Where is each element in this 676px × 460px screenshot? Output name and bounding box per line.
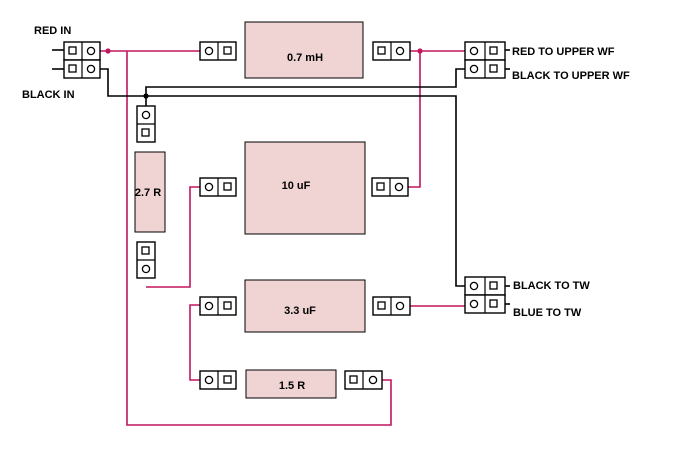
resistor-2-7r: 2.7 R	[134, 151, 166, 233]
upper-wf-black-terminal	[464, 59, 506, 79]
black-wires	[52, 49, 510, 287]
blue-tw-label: BLUE TO TW	[513, 307, 582, 319]
input-terminal-black	[63, 59, 101, 79]
junction-dot	[105, 48, 111, 54]
resistor-1-5r-left-terminal	[199, 370, 237, 390]
inductor-left-terminal	[199, 41, 237, 61]
tw-black-terminal	[464, 276, 506, 296]
junction-dot	[143, 93, 149, 99]
inductor-right-terminal	[372, 41, 411, 61]
cap-3-3uf-label: 3.3 uF	[284, 305, 316, 317]
tw-blue-terminal	[464, 294, 506, 314]
junction-dot	[417, 48, 423, 54]
black-upper-wf-label: BLACK TO UPPER WF	[512, 70, 630, 82]
res-1-5r-label: 1.5 R	[279, 380, 305, 392]
cap-10uf-left-terminal	[199, 177, 237, 197]
resistor-2-7r-bottom-terminal	[136, 241, 156, 279]
resistor-2-7r-top-terminal	[136, 105, 156, 143]
upper-wf-red-terminal	[464, 41, 506, 61]
capacitor-3-3uf: 3.3 uF	[244, 279, 366, 333]
black-in-label: BLACK IN	[22, 89, 75, 101]
cap-10uf-right-terminal	[371, 177, 409, 197]
cap-10uf-label: 10 uF	[282, 180, 311, 192]
red-upper-wf-label: RED TO UPPER WF	[512, 46, 615, 58]
inductor-label: 0.7 mH	[287, 52, 323, 64]
inductor-0-7mh: 0.7 mH	[244, 21, 364, 79]
input-terminal-red	[63, 41, 101, 61]
black-tw-label: BLACK TO TW	[513, 280, 590, 292]
capacitor-10uf: 10 uF	[244, 141, 366, 235]
cap-3-3uf-right-terminal	[372, 296, 411, 316]
res-2-7r-label: 2.7 R	[135, 187, 161, 199]
red-in-label: RED IN	[34, 25, 71, 37]
resistor-1-5r: 1.5 R	[245, 369, 337, 399]
resistor-1-5r-right-terminal	[344, 370, 383, 390]
cap-3-3uf-left-terminal	[199, 296, 237, 316]
